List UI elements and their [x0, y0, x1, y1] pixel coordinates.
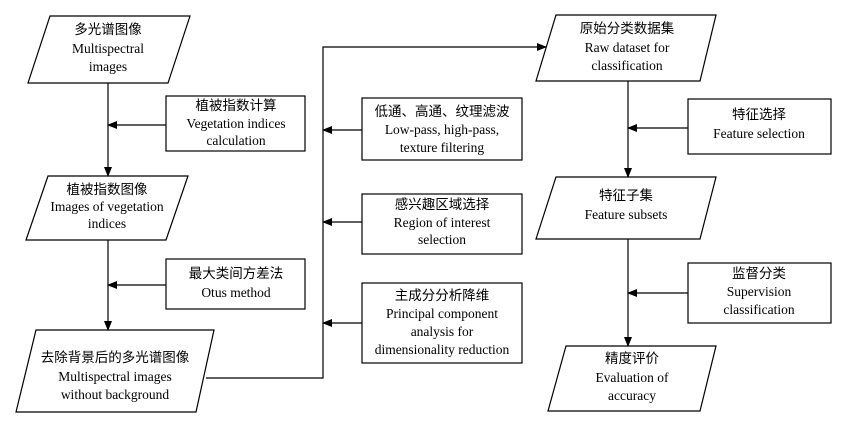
raw-dataset-label-zh: 原始分类数据集 — [580, 21, 675, 36]
evaluation-node — [547, 345, 717, 412]
evaluation-label-en1: Evaluation of — [595, 370, 669, 385]
no-background-label-en1: Multispectral images — [58, 369, 172, 384]
filtering-label-en1: Low-pass, high-pass, — [385, 122, 499, 137]
multispectral-label-zh: 多光谱图像 — [74, 21, 142, 37]
filtering-label-zh: 低通、高通、纹理滤波 — [375, 103, 510, 119]
roi-box — [361, 193, 523, 255]
pca-label-en3: dimensionality reduction — [375, 342, 510, 357]
raw-dataset-label-en1: Raw dataset for — [585, 40, 670, 55]
multispectral-label-en1: Multispectral — [72, 41, 144, 56]
feature-selection-box — [687, 98, 832, 155]
roi-label-en2: selection — [418, 232, 466, 247]
evaluation-label-en2: accuracy — [608, 388, 656, 403]
supervision-label-en2: classification — [723, 302, 794, 317]
roi-label-en1: Region of interest — [394, 215, 491, 230]
pca-label-zh: 主成分分析降维 — [395, 288, 490, 303]
filtering-box — [361, 97, 523, 161]
vegetation-calc-label-en2: calculation — [206, 133, 265, 148]
evaluation-label-zh: 精度评价 — [605, 351, 659, 366]
vegetation-images-label-en2: indices — [88, 216, 126, 231]
pca-box — [361, 282, 523, 364]
arrow-nobackground-to-raw — [206, 43, 547, 379]
feature-subsets-label-en: Feature subsets — [585, 207, 668, 222]
multispectral-label-en2: images — [89, 59, 127, 74]
pca-label-en2: analysis for — [411, 324, 474, 339]
no-background-images-node — [15, 329, 215, 413]
otsu-box — [165, 258, 306, 310]
multispectral-images-node — [27, 15, 191, 84]
raw-dataset-label-en2: classification — [591, 58, 662, 73]
supervision-box — [687, 262, 832, 324]
filtering-label-en2: texture filtering — [400, 140, 485, 155]
supervision-label-en1: Supervision — [727, 284, 792, 299]
feature-selection-label-en: Feature selection — [713, 126, 805, 141]
vegetation-images-node — [25, 175, 189, 241]
feature-subsets-node — [535, 176, 717, 240]
feature-selection-label-zh: 特征选择 — [732, 107, 786, 122]
vegetation-calc-label-zh: 植被指数计算 — [196, 98, 277, 113]
supervision-label-zh: 监督分类 — [732, 266, 786, 281]
raw-dataset-node — [535, 14, 717, 82]
pca-label-en1: Principal component — [386, 306, 498, 321]
otsu-label-en: Otus method — [201, 285, 271, 300]
feature-subsets-label-zh: 特征子集 — [599, 188, 653, 203]
vegetation-images-label-en1: Images of vegetation — [50, 199, 163, 214]
no-background-label-en2: without background — [61, 387, 170, 402]
vegetation-images-label-zh: 植被指数图像 — [67, 182, 148, 197]
vegetation-calc-box — [165, 95, 306, 152]
otsu-label-zh: 最大类间方差法 — [189, 266, 284, 281]
vegetation-calc-label-en1: Vegetation indices — [186, 116, 285, 131]
roi-label-zh: 感兴趣区域选择 — [395, 196, 490, 212]
no-background-label-zh: 去除背景后的多光谱图像 — [41, 349, 190, 365]
